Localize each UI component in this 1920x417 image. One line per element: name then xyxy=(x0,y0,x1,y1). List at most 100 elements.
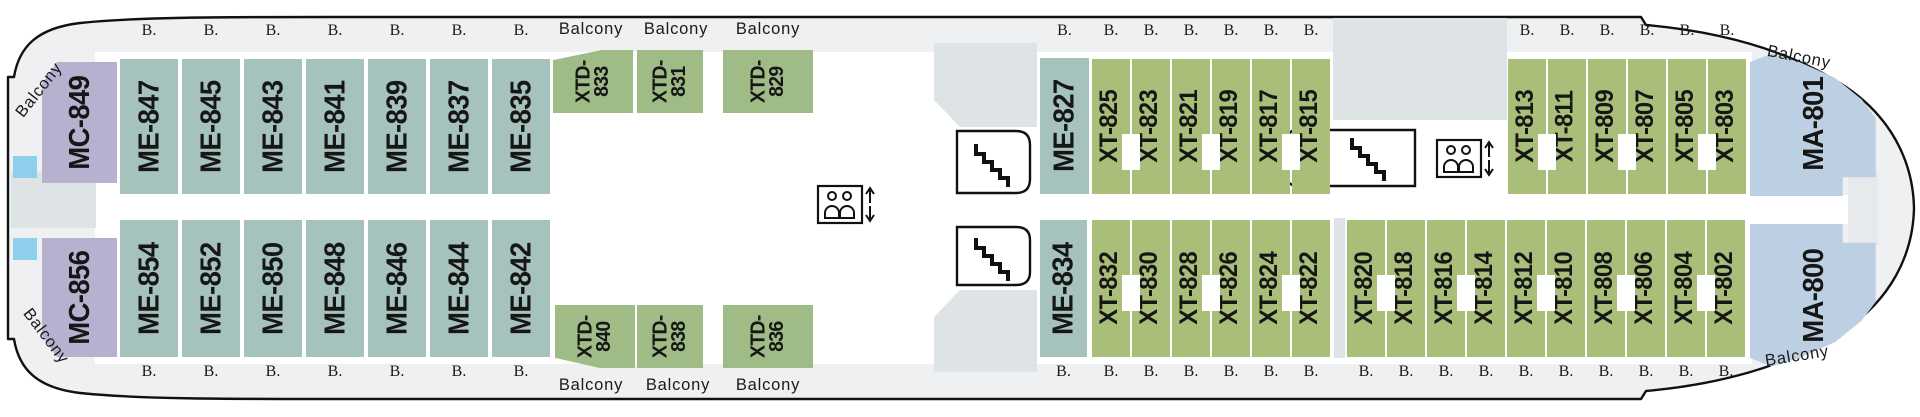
cabin-label: XT-825 xyxy=(1096,90,1124,163)
cabin-ME-837[interactable]: ME-837 xyxy=(430,59,488,194)
balcony-abbrev-label: B. xyxy=(1679,22,1695,39)
cabin-XTD-840[interactable]: XTD- 840 xyxy=(555,305,635,368)
cabin-label: XT-822 xyxy=(1296,252,1324,325)
cabin-ME-843[interactable]: ME-843 xyxy=(244,59,302,194)
cabin-XTD-838[interactable]: XTD- 838 xyxy=(637,305,703,368)
stairs-icon xyxy=(955,129,1032,195)
balcony-label-amidship-bottom-1: Balcony xyxy=(558,375,624,394)
connecting-door-notch xyxy=(1618,134,1636,170)
cabin-ME-841[interactable]: ME-841 xyxy=(306,59,364,194)
elevator-updown-icon xyxy=(1435,138,1494,179)
balcony-abbrev-label: B. xyxy=(1559,22,1575,39)
connecting-door-notch xyxy=(1202,134,1220,170)
cabin-label: XTD- 840 xyxy=(574,315,615,358)
cabin-XT-819[interactable]: XT-819 xyxy=(1212,59,1250,194)
cabin-XT-807[interactable]: XT-807 xyxy=(1628,59,1666,194)
balcony-abbrev-label: B. xyxy=(1678,363,1694,380)
cabin-ME-852[interactable]: ME-852 xyxy=(182,220,240,357)
balcony-abbrev-label: B. xyxy=(1223,22,1239,39)
cabin-ME-835[interactable]: ME-835 xyxy=(492,59,550,194)
cabin-label: XTD- 831 xyxy=(649,60,690,103)
cabin-ME-834[interactable]: ME-834 xyxy=(1040,220,1087,357)
cabin-label: ME-827 xyxy=(1048,79,1081,173)
cabin-XT-811[interactable]: XT-811 xyxy=(1548,59,1586,194)
cabin-label: XT-811 xyxy=(1552,90,1580,163)
cabin-XTD-829[interactable]: XTD- 829 xyxy=(723,50,813,113)
balcony-abbrev-label: B. xyxy=(1519,22,1535,39)
balcony-abbrev-label: B. xyxy=(1719,22,1735,39)
cabin-label: MA-800 xyxy=(1797,248,1830,344)
cabin-label: XT-804 xyxy=(1671,252,1699,325)
cabin-XTD-833[interactable]: XTD- 833 xyxy=(553,50,633,113)
cabin-ME-847[interactable]: ME-847 xyxy=(120,59,178,194)
balcony-abbrev-label: B. xyxy=(203,22,219,39)
cabin-ME-844[interactable]: ME-844 xyxy=(430,220,488,357)
connecting-door-notch xyxy=(1697,275,1715,311)
balcony-abbrev-label: B. xyxy=(513,22,529,39)
balcony-abbrev-label: B. xyxy=(1303,22,1319,39)
balcony-abbrev-label: B. xyxy=(1518,363,1534,380)
cabin-label: XT-806 xyxy=(1631,252,1659,325)
cabin-XT-815[interactable]: XT-815 xyxy=(1292,59,1330,194)
cabin-label: XT-824 xyxy=(1256,252,1284,325)
cabin-label: ME-845 xyxy=(194,80,228,173)
balcony-abbrev-label: B. xyxy=(513,363,529,380)
cabin-label: ME-847 xyxy=(132,80,166,173)
balcony-abbrev-label: B. xyxy=(1478,363,1494,380)
cabin-ME-827[interactable]: ME-827 xyxy=(1040,58,1089,194)
cabin-XTD-831[interactable]: XTD- 831 xyxy=(637,50,703,113)
cabin-label: XT-810 xyxy=(1551,252,1579,325)
connecting-door-notch xyxy=(1377,275,1395,311)
balcony-abbrev-label: B. xyxy=(1639,22,1655,39)
balcony-abbrev-label: B. xyxy=(327,363,343,380)
cabin-ME-846[interactable]: ME-846 xyxy=(368,220,426,357)
balcony-abbrev-label: B. xyxy=(1183,22,1199,39)
service-area-center-bottom xyxy=(934,290,1037,372)
cabin-label: XT-809 xyxy=(1592,90,1620,163)
balcony-abbrev-label: B. xyxy=(1223,363,1239,380)
cabin-ME-839[interactable]: ME-839 xyxy=(368,59,426,194)
balcony-label-amidship-top-2: Balcony xyxy=(643,19,709,38)
cabin-label: MA-801 xyxy=(1797,76,1830,172)
balcony-abbrev-label: B. xyxy=(265,22,281,39)
cabin-label: MC-849 xyxy=(63,75,96,170)
connecting-door-notch xyxy=(1698,134,1716,170)
cabin-XT-825[interactable]: XT-825 xyxy=(1092,59,1130,194)
cabin-XT-813[interactable]: XT-813 xyxy=(1508,59,1546,194)
balcony-abbrev-label: B. xyxy=(1263,22,1279,39)
cabin-label: ME-841 xyxy=(318,80,352,173)
balcony-abbrev-label: B. xyxy=(1358,363,1374,380)
balcony-abbrev-label: B. xyxy=(1599,22,1615,39)
cabin-label: XT-807 xyxy=(1632,90,1660,163)
cabin-XT-821[interactable]: XT-821 xyxy=(1172,59,1210,194)
cabin-label: ME-839 xyxy=(380,80,414,173)
cabin-XTD-836[interactable]: XTD- 836 xyxy=(723,305,813,368)
cabin-ME-854[interactable]: ME-854 xyxy=(120,220,178,357)
cabin-MC-849[interactable]: MC-849 xyxy=(42,62,117,183)
cabin-label: ME-842 xyxy=(504,242,538,335)
cabin-label: ME-846 xyxy=(380,242,414,335)
cabin-XT-823[interactable]: XT-823 xyxy=(1132,59,1170,194)
balcony-abbrev-label: B. xyxy=(1183,363,1199,380)
balcony-abbrev-label: B. xyxy=(1057,22,1072,39)
balcony-label-amidship-bottom-3: Balcony xyxy=(735,375,801,394)
cabin-XT-803[interactable]: XT-803 xyxy=(1708,59,1746,194)
balcony-abbrev-label: B. xyxy=(265,363,281,380)
balcony-label-amidship-top-1: Balcony xyxy=(558,19,624,38)
cabin-XT-809[interactable]: XT-809 xyxy=(1588,59,1626,194)
cabin-ME-842[interactable]: ME-842 xyxy=(492,220,550,357)
balcony-abbrev-label: B. xyxy=(1638,363,1654,380)
elevator-updown-icon xyxy=(816,184,875,225)
cabin-MC-856[interactable]: MC-856 xyxy=(42,238,117,357)
service-strip-right xyxy=(1334,218,1345,358)
cabin-ME-845[interactable]: ME-845 xyxy=(182,59,240,194)
connecting-door-notch xyxy=(1122,134,1140,170)
cabin-label: XTD- 838 xyxy=(649,315,690,358)
cabin-label: XT-814 xyxy=(1471,252,1499,325)
cabin-XT-817[interactable]: XT-817 xyxy=(1252,59,1290,194)
cabin-ME-850[interactable]: ME-850 xyxy=(244,220,302,357)
cabin-ME-848[interactable]: ME-848 xyxy=(306,220,364,357)
cabin-XT-805[interactable]: XT-805 xyxy=(1668,59,1706,194)
balcony-abbrev-label: B. xyxy=(203,363,219,380)
connecting-door-notch xyxy=(1202,275,1220,311)
